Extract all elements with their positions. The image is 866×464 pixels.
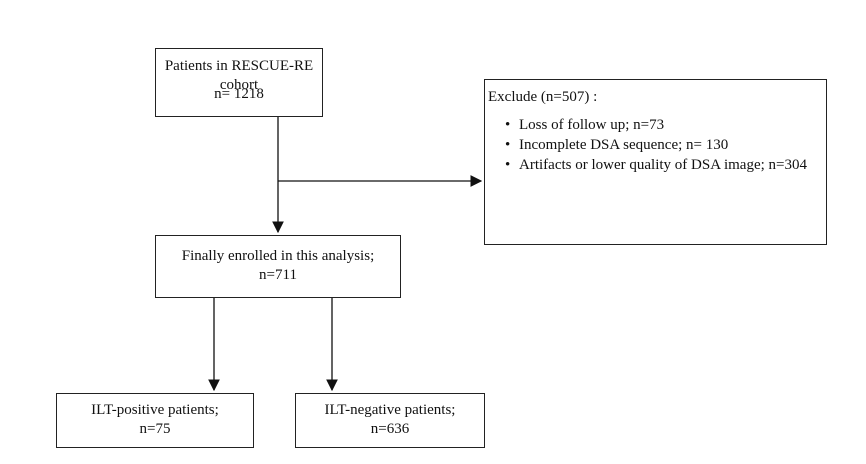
exclusion-title: Exclude (n=507) : (488, 89, 598, 105)
enrolled-box: Finally enrolled in this analysis; n=711 (155, 235, 401, 298)
exclusion-item-artifacts: Artifacts or lower quality of DSA image;… (505, 156, 819, 175)
ilt-negative-box: ILT-negative patients; n=636 (295, 393, 485, 448)
ilt-positive-label: ILT-positive patients; (91, 402, 219, 418)
ilt-positive-box: ILT-positive patients; n=75 (56, 393, 254, 448)
exclusion-box: Exclude (n=507) : Loss of follow up; n=7… (484, 79, 827, 245)
exclusion-item-loss-follow-up: Loss of follow up; n=73 (505, 116, 819, 135)
ilt-negative-label: ILT-negative patients; (324, 402, 456, 418)
cohort-label: Patients in RESCUE-RE cohort (164, 58, 314, 93)
exclusion-list: Loss of follow up; n=73 Incomplete DSA s… (505, 116, 819, 176)
enrolled-label: Finally enrolled in this analysis; (181, 248, 375, 264)
cohort-count: n= 1218 (214, 86, 264, 102)
exclusion-item-incomplete-dsa: Incomplete DSA sequence; n= 130 (505, 136, 819, 155)
ilt-positive-count: n=75 (139, 421, 171, 437)
enrolled-count: n=711 (259, 267, 297, 283)
ilt-negative-count: n=636 (370, 421, 410, 437)
cohort-box: Patients in RESCUE-RE cohort n= 1218 (155, 48, 323, 117)
